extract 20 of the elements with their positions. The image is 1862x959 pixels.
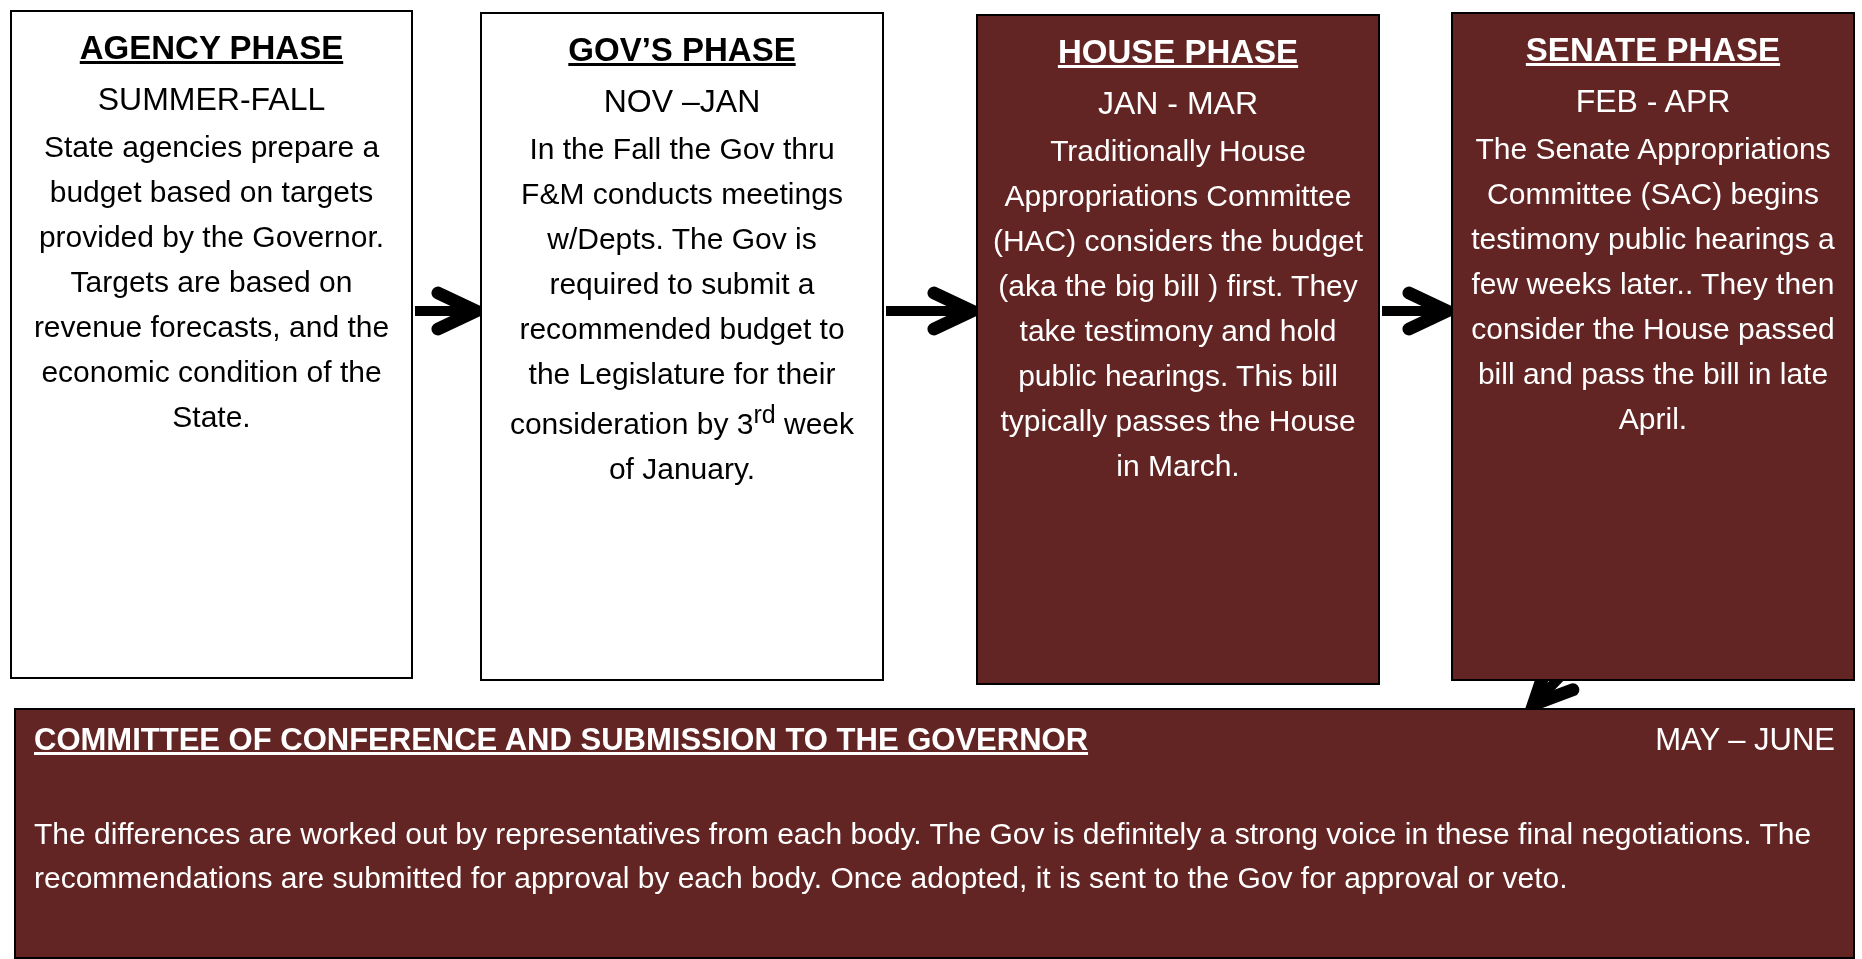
date-range: NOV –JAN xyxy=(603,81,761,121)
phase-description: The differences are worked out by representatives from each body. The Gov is definitely a strong voice in these final negotiations. The recommendations are submitted for approval by each body. Once adopted, it is sent to the Gov for approval or veto. xyxy=(34,815,1813,896)
phase-heading: HOUSE PHASE xyxy=(1057,32,1299,72)
date-range: MAY – JUNE xyxy=(1655,721,1835,759)
phase-description: State agencies prepare a budget based on targets provided by the Governor. Targets are based on revenue forecasts, and the economic condition of the State. xyxy=(32,129,391,436)
phase-description: The Senate Appropriations Committee (SAC) begins testimony public hearings a few weeks later.. They then consider the House passed bill and pass the bill in late April. xyxy=(1470,131,1836,438)
phase-box xyxy=(976,14,1380,685)
phase-box xyxy=(1451,12,1855,681)
phase-box xyxy=(10,10,413,679)
date-range: SUMMER-FALL xyxy=(97,79,326,119)
date-range: FEB - APR xyxy=(1575,81,1731,121)
phase-heading: AGENCY PHASE xyxy=(79,28,344,68)
phase-heading: GOV’S PHASE xyxy=(568,30,796,70)
phase-banner xyxy=(14,708,1855,959)
phase-heading: COMMITTEE OF CONFERENCE AND SUBMISSION TO THE GOVERNOR xyxy=(34,721,1090,759)
phase-box xyxy=(480,12,884,681)
date-range: JAN - MAR xyxy=(1098,83,1258,123)
phase-description: Traditionally House Appropriations Committee (HAC) considers the budget (aka the big bill ) first. They take testimony and hold public hearings. This bill typically passes the House in March. xyxy=(992,133,1364,485)
phase-description: In the Fall the Gov thru F&M conducts meetings w/Depts. The Gov is required to submit a recommended budget to the Legislature for their consideration by 3$^{rd}$ week of January. xyxy=(508,131,856,488)
phase-heading: SENATE PHASE xyxy=(1525,30,1781,70)
